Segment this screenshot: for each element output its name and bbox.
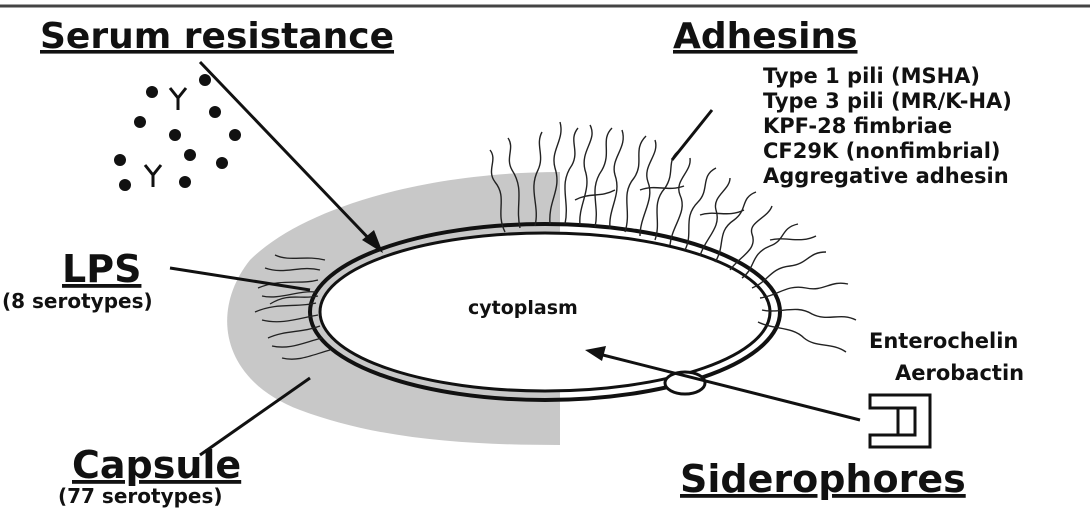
- capsule-serotypes: (77 serotypes): [58, 484, 223, 508]
- lps-label: LPS: [62, 247, 141, 291]
- adhesin-type-4: CF29K (nonfimbrial): [763, 139, 1001, 163]
- adhesin-type-2: Type 3 pili (MR/K-HA): [763, 89, 1012, 113]
- adhesin-type-1: Type 1 pili (MSHA): [763, 64, 980, 88]
- serum-resistance-label: Serum resistance: [40, 16, 394, 57]
- serum-arrow: [200, 62, 375, 245]
- siderophore-type-1: Enterochelin: [869, 329, 1018, 353]
- siderophore-arrow: [595, 353, 860, 420]
- adhesin-type-5: Aggregative adhesin: [763, 164, 1009, 188]
- capsule-label: Capsule: [72, 443, 241, 487]
- complement-dots: [114, 74, 241, 191]
- siderophores-label: Siderophores: [680, 457, 966, 501]
- adhesin-leader: [672, 110, 712, 160]
- lps-serotypes: (8 serotypes): [2, 289, 153, 313]
- cytoplasm-label: cytoplasm: [468, 297, 578, 319]
- adhesins-label: Adhesins: [673, 16, 858, 57]
- siderophore-type-2: Aerobactin: [895, 361, 1024, 385]
- siderophore-icon: [870, 395, 930, 447]
- adhesin-type-3: KPF-28 fimbriae: [763, 114, 952, 138]
